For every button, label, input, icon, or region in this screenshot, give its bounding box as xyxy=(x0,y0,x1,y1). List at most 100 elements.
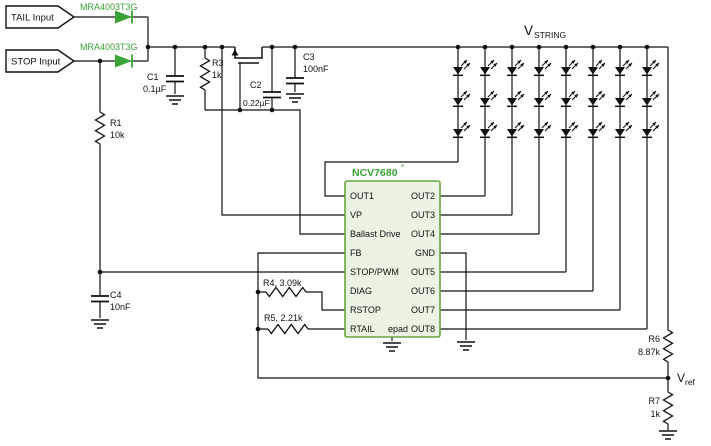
led-arrowhead xyxy=(628,63,632,67)
pin-label-out4: OUT4 xyxy=(411,229,435,239)
tail-input-connector xyxy=(5,5,76,29)
led-anode-triangle xyxy=(615,98,625,106)
led-arrowhead xyxy=(466,63,470,67)
junction-dot xyxy=(255,289,261,295)
label-r6-value: 8.87k xyxy=(638,347,661,357)
led-arrowhead xyxy=(601,94,605,98)
led-arrowhead xyxy=(574,63,578,67)
label-vref: V xyxy=(677,371,685,385)
led-arrowhead xyxy=(520,63,524,67)
label-r3-value: 1k xyxy=(212,70,222,80)
junction-dot xyxy=(509,44,515,50)
led-arrowhead xyxy=(571,91,575,95)
led-anode-triangle xyxy=(453,129,463,137)
led-arrowhead xyxy=(598,60,602,64)
pin-label-out8: OUT8 xyxy=(411,324,435,334)
pin-label-vp: VP xyxy=(350,210,362,220)
pin-label-gnd: GND xyxy=(415,248,436,258)
led-arrowhead xyxy=(625,60,629,64)
led-icon xyxy=(507,90,525,108)
led-anode-triangle xyxy=(642,67,652,75)
led-anode-triangle xyxy=(534,67,544,75)
ground-icon xyxy=(383,342,401,352)
label-r6-name: R6 xyxy=(648,334,660,344)
label-diode-stop-part: MRA4003T3G xyxy=(80,42,138,52)
pin-label-out2: OUT2 xyxy=(411,191,435,201)
led-arrowhead xyxy=(547,63,551,67)
led-icon xyxy=(615,121,633,139)
label-vstring: V xyxy=(524,23,533,38)
wire-gnd-pin xyxy=(440,252,467,340)
led-arrowhead xyxy=(520,94,524,98)
component-symbols xyxy=(91,10,674,425)
led-arrowhead xyxy=(490,60,494,64)
led-icon xyxy=(588,121,606,139)
led-arrowhead xyxy=(547,125,551,129)
ground-symbols xyxy=(91,93,677,440)
label-c4-value: 10nF xyxy=(110,302,131,312)
pin-label-epad: epad xyxy=(388,324,408,334)
led-icon xyxy=(453,90,471,108)
led-arrowhead xyxy=(574,125,578,129)
label-vref-sub: ref xyxy=(685,377,696,387)
junction-dot xyxy=(202,44,208,50)
led-anode-triangle xyxy=(615,129,625,137)
led-arrowhead xyxy=(625,91,629,95)
label-r7-value: 1k xyxy=(650,409,660,419)
capacitor-c1 xyxy=(166,75,184,83)
diode-triangle xyxy=(115,54,132,68)
resistor-r5 xyxy=(267,323,309,335)
led-anode-triangle xyxy=(588,98,598,106)
junction-dot xyxy=(172,44,178,50)
junction-dot xyxy=(617,44,623,50)
wire-layer xyxy=(74,16,669,430)
led-arrowhead xyxy=(598,91,602,95)
resistor-r4 xyxy=(265,286,307,298)
ground-icon xyxy=(91,319,109,329)
capacitor-c2 xyxy=(263,91,281,99)
led-icon xyxy=(588,90,606,108)
junction-dot xyxy=(237,107,243,113)
led-icon xyxy=(561,59,579,77)
led-anode-triangle xyxy=(480,129,490,137)
led-anode-triangle xyxy=(561,98,571,106)
diode-triangle xyxy=(115,10,132,24)
led-arrowhead xyxy=(628,125,632,129)
pin-label-fb: FB xyxy=(350,248,362,258)
led-arrowhead xyxy=(517,91,521,95)
led-icon xyxy=(642,59,660,77)
led-matrix xyxy=(453,59,660,139)
junction-dot xyxy=(536,44,542,50)
led-arrowhead xyxy=(571,122,575,126)
led-icon xyxy=(480,59,498,77)
led-anode-triangle xyxy=(642,98,652,106)
junction-dot xyxy=(97,269,103,275)
ic-title-footnote: * xyxy=(401,163,404,172)
led-icon xyxy=(507,121,525,139)
junction-dot xyxy=(269,44,275,50)
wire-fb-vref xyxy=(257,252,668,379)
label-c3-value: 100nF xyxy=(303,64,329,74)
led-anode-triangle xyxy=(534,129,544,137)
pin-label-out5: OUT5 xyxy=(411,267,435,277)
label-r4: R4, 3.09k xyxy=(263,278,302,288)
junction-dot xyxy=(292,44,298,50)
led-anode-triangle xyxy=(453,98,463,106)
led-arrowhead xyxy=(517,60,521,64)
resistor-r7 xyxy=(662,391,674,425)
junction-dot xyxy=(255,326,261,332)
pin-label-stop-pwm: STOP/PWM xyxy=(350,267,399,277)
junction-dot xyxy=(455,44,461,50)
led-anode-triangle xyxy=(561,129,571,137)
led-arrowhead xyxy=(628,94,632,98)
junction-dot xyxy=(644,44,650,50)
led-arrowhead xyxy=(652,60,656,64)
led-arrowhead xyxy=(493,63,497,67)
led-icon xyxy=(534,90,552,108)
label-c4-name: C4 xyxy=(110,290,122,300)
junction-dots xyxy=(97,44,671,381)
label-c1-value: 0.1µF xyxy=(143,84,167,94)
led-icon xyxy=(453,121,471,139)
led-arrowhead xyxy=(520,125,524,129)
label-r1-name: R1 xyxy=(110,118,122,128)
